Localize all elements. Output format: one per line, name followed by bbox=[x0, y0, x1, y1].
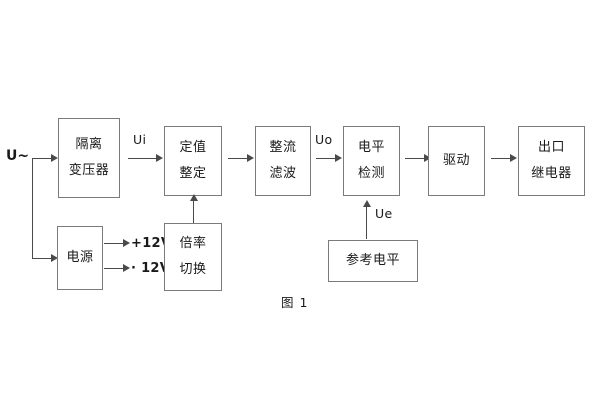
wire-multiplier-to-setting bbox=[193, 200, 194, 223]
arrow-drive-to-output bbox=[510, 154, 517, 162]
figure-caption: 图 1 bbox=[281, 295, 309, 310]
block-setting-value-line-1: 定值 bbox=[179, 140, 207, 155]
input-bus-vertical bbox=[32, 158, 33, 259]
signal-label-ui: Ui bbox=[133, 132, 147, 147]
rail-label-negative: · 12V bbox=[131, 261, 171, 276]
block-isolation-transformer-line-2: 变压器 bbox=[68, 163, 110, 178]
wire-rectify-to-level bbox=[316, 158, 336, 159]
source-voltage-label: U~ bbox=[6, 148, 30, 164]
block-drive: 驱动 bbox=[428, 126, 485, 196]
block-reference-level-line-1: 参考电平 bbox=[345, 253, 400, 268]
arrow-multiplier-to-setting bbox=[190, 194, 198, 201]
block-isolation-transformer: 隔离 变压器 bbox=[58, 118, 120, 198]
block-multiplier-switch: 倍率 切换 bbox=[164, 223, 222, 291]
block-power-supply: 电源 bbox=[57, 226, 103, 290]
block-output-relay: 出口 继电器 bbox=[518, 126, 585, 196]
block-reference-level: 参考电平 bbox=[328, 240, 418, 282]
wire-setting-to-rectify bbox=[228, 158, 248, 159]
wire-drive-to-output bbox=[491, 158, 511, 159]
block-level-detection-line-1: 电平 bbox=[357, 140, 385, 155]
block-setting-value-line-2: 整定 bbox=[179, 166, 207, 181]
input-wire-top-segment bbox=[32, 158, 52, 159]
arrow-to-isolation-transformer bbox=[51, 154, 58, 162]
block-multiplier-switch-line-2: 切换 bbox=[179, 262, 207, 277]
wire-level-to-drive bbox=[405, 158, 425, 159]
arrow-rail-positive bbox=[123, 239, 130, 247]
wire-rail-positive bbox=[104, 243, 124, 244]
block-level-detection: 电平 检测 bbox=[343, 126, 400, 196]
arrow-rail-negative bbox=[123, 264, 130, 272]
arrow-setting-to-rectify bbox=[247, 154, 254, 162]
block-level-detection-line-2: 检测 bbox=[357, 166, 385, 181]
block-rectify-filter-line-1: 整流 bbox=[269, 140, 297, 155]
wire-isolation-to-setting bbox=[128, 158, 157, 159]
signal-label-ue: Ue bbox=[375, 206, 393, 221]
arrow-to-power-supply bbox=[51, 254, 58, 262]
block-output-relay-line-1: 出口 bbox=[537, 140, 565, 155]
signal-label-uo: Uo bbox=[315, 132, 333, 147]
arrow-level-to-drive bbox=[424, 154, 431, 162]
wire-reference-to-level bbox=[366, 206, 367, 239]
block-power-supply-line-1: 电源 bbox=[66, 250, 94, 265]
block-rectify-filter: 整流 滤波 bbox=[255, 126, 311, 196]
block-output-relay-line-2: 继电器 bbox=[531, 166, 572, 181]
wire-rail-negative bbox=[104, 268, 124, 269]
block-rectify-filter-line-2: 滤波 bbox=[269, 166, 297, 181]
block-multiplier-switch-line-1: 倍率 bbox=[179, 236, 207, 251]
arrow-reference-to-level bbox=[363, 200, 371, 207]
input-wire-bottom-segment bbox=[32, 258, 52, 259]
block-setting-value: 定值 整定 bbox=[164, 126, 222, 196]
block-isolation-transformer-line-1: 隔离 bbox=[75, 137, 103, 152]
block-drive-line-1: 驱动 bbox=[442, 153, 470, 168]
arrow-isolation-to-setting bbox=[156, 154, 163, 162]
rail-label-positive: +12V bbox=[131, 236, 172, 251]
arrow-rectify-to-level bbox=[335, 154, 342, 162]
